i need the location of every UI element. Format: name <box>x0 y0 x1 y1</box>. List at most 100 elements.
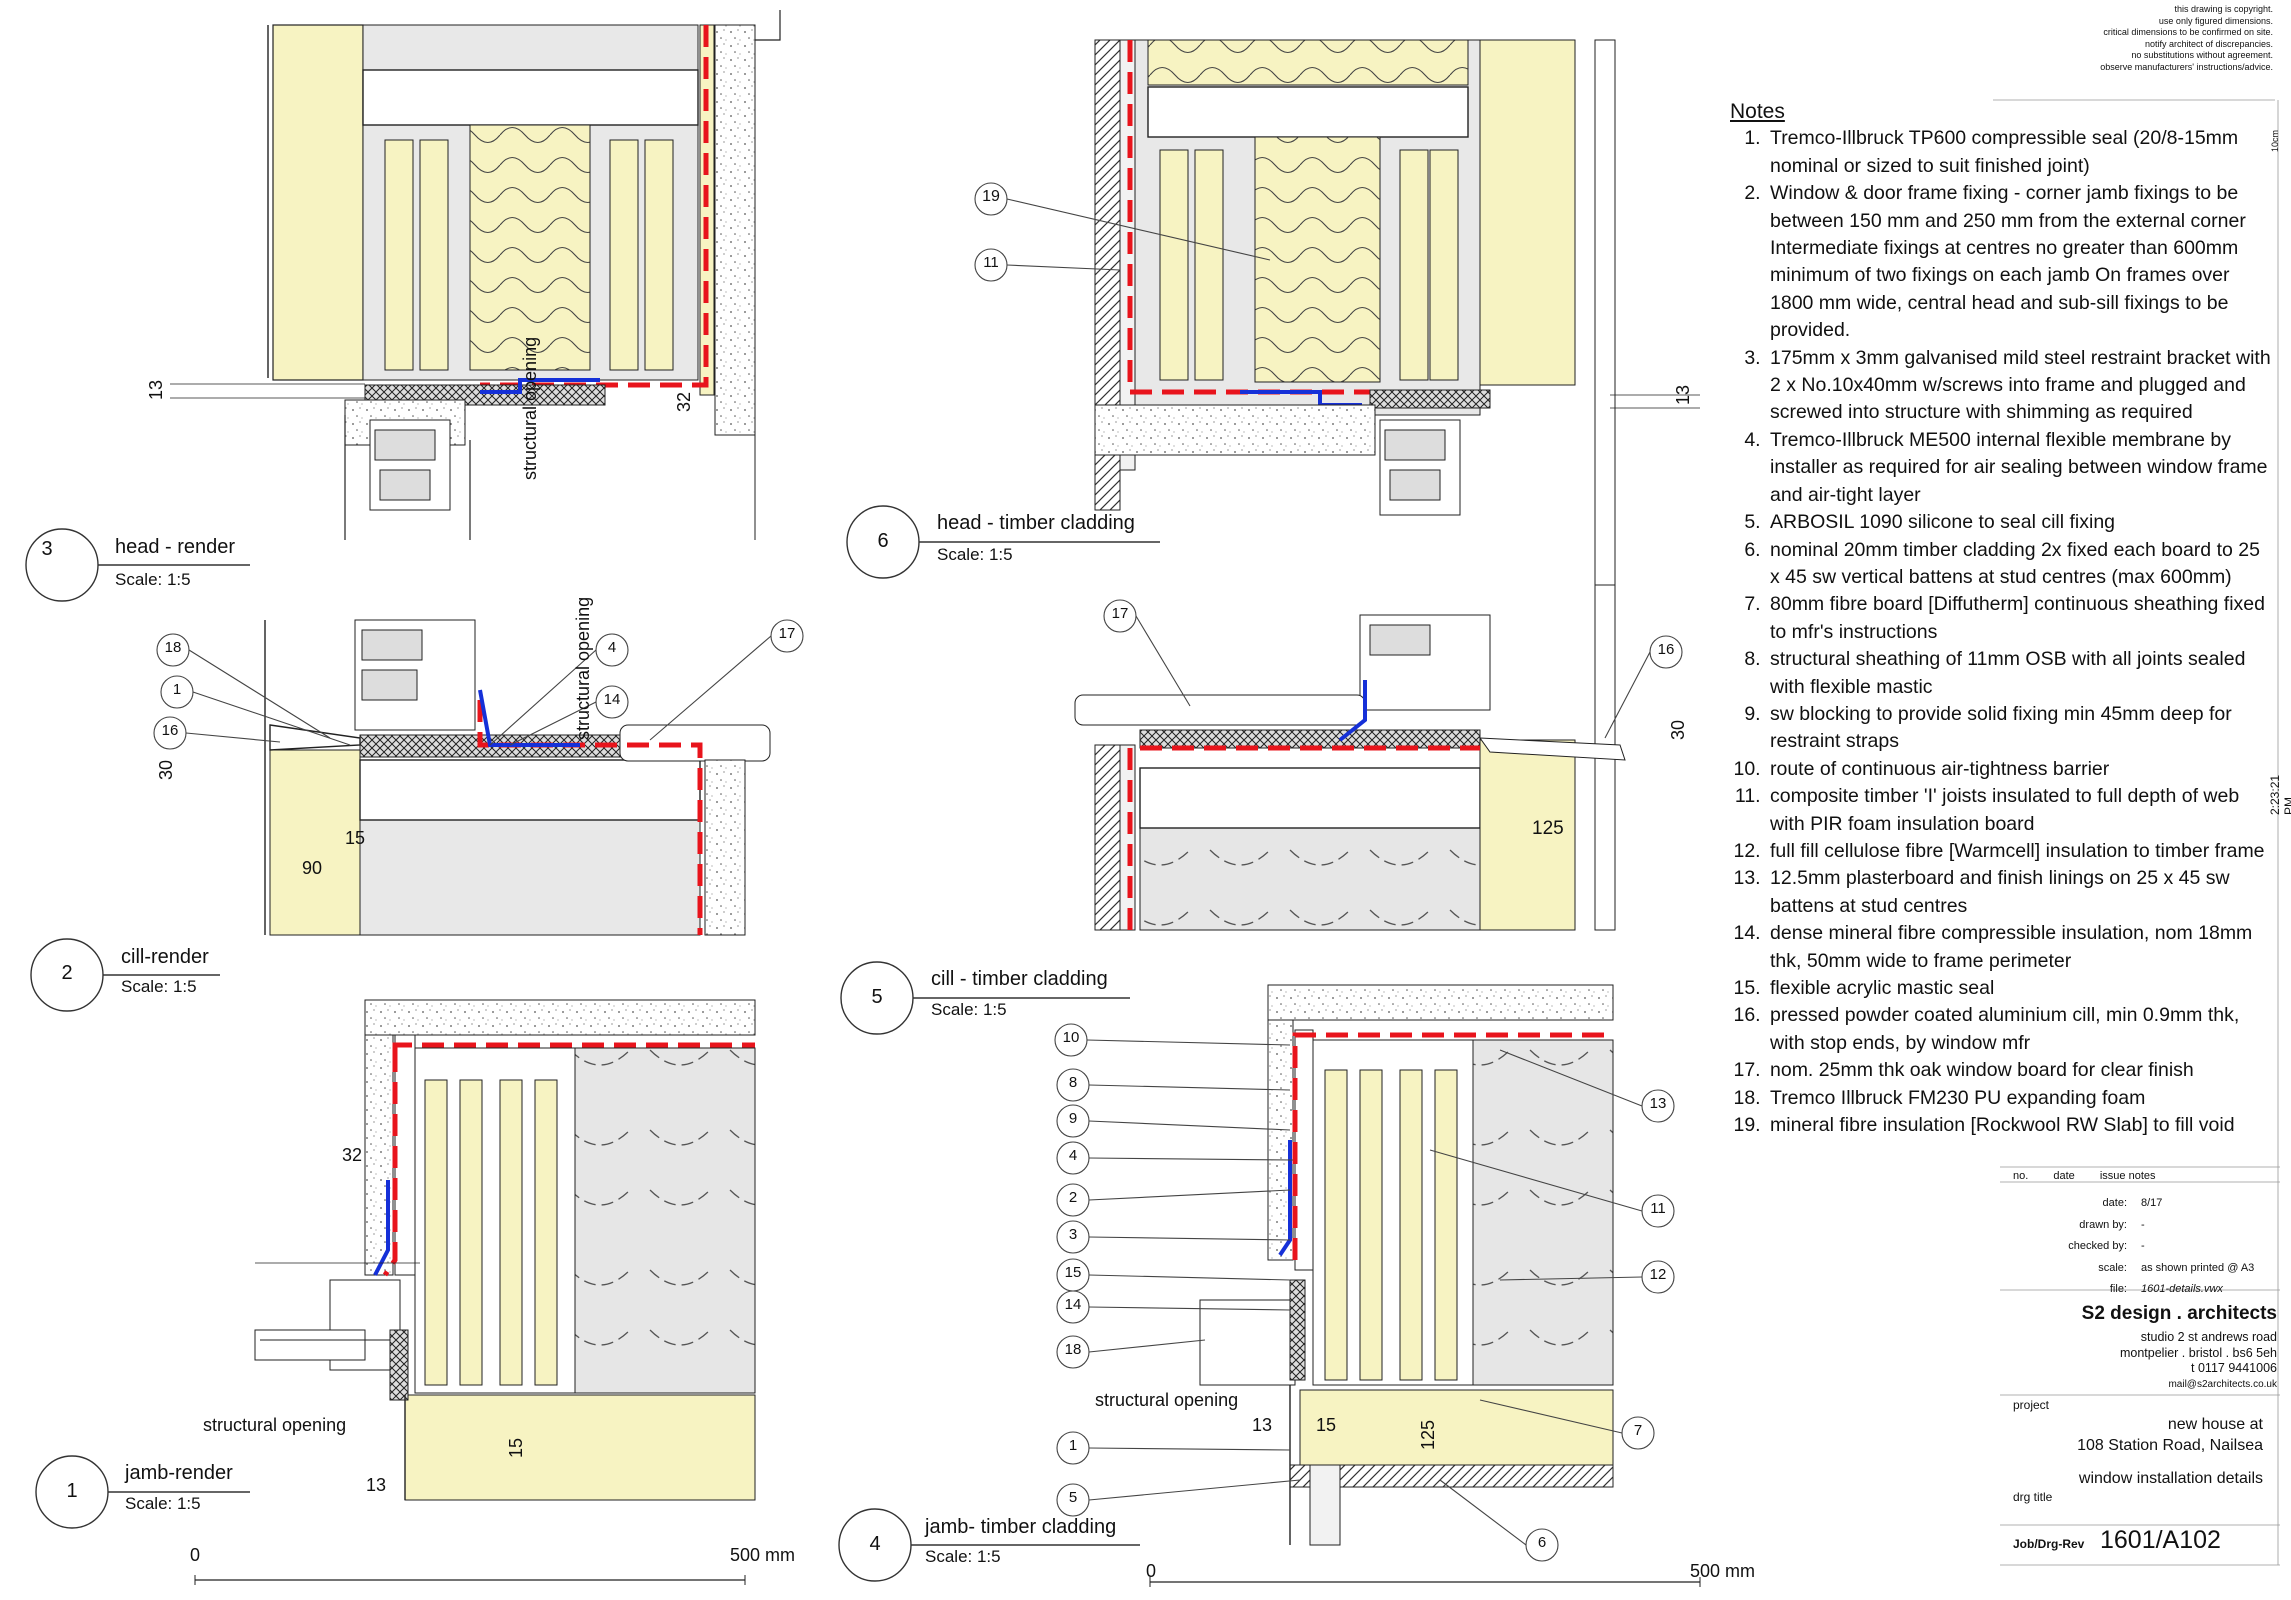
tb-row-value: - <box>2141 1218 2145 1231</box>
note-item: composite timber 'I' joists insulated to… <box>1766 783 2275 838</box>
copyright-line: notify architect of discrepancies. <box>2144 38 2273 49</box>
scale-bar-end: 500 mm <box>1690 1561 1756 1581</box>
detail-5-cill-timber <box>1074 584 1626 931</box>
tb-row-key: drawn by: <box>2079 1218 2127 1231</box>
dimension-text: 13 <box>1252 1415 1273 1435</box>
notes-heading: Notes <box>1730 100 1785 123</box>
callout-number: 16 <box>1657 641 1675 658</box>
callout-number: 3 <box>1068 1226 1078 1243</box>
detail-scale: Scale: 1:5 <box>125 1494 201 1513</box>
tb-row-key: scale: <box>2098 1261 2127 1274</box>
tb-row-value: 8/17 <box>2141 1197 2163 1209</box>
structural-opening-label: structural opening <box>573 596 593 740</box>
detail-title: cill - timber cladding <box>931 968 1108 990</box>
note-item: Tremco-Illbruck ME500 internal flexible … <box>1766 427 2275 509</box>
note-item: 12.5mm plasterboard and finish linings o… <box>1766 865 2275 920</box>
issue-header-no: no. <box>2013 1170 2029 1182</box>
job-label: Job/Drg-Rev <box>2013 1537 2085 1551</box>
callout-number: 4 <box>1068 1147 1078 1164</box>
callouts <box>153 182 1683 1562</box>
address-line: mail@s2architects.co.uk <box>2168 1378 2277 1390</box>
detail-number: 3 <box>41 538 53 560</box>
detail-6-head-timber <box>1094 39 1700 591</box>
tb-row-value: as shown printed @ A3 <box>2141 1261 2255 1274</box>
note-item: route of continuous air-tightness barrie… <box>1766 756 2275 783</box>
callout-number: 19 <box>982 188 1000 205</box>
detail-scale: Scale: 1:5 <box>937 545 1013 564</box>
dimension-text: 125 <box>1418 1419 1438 1450</box>
detail-scale: Scale: 1:5 <box>115 570 191 589</box>
dimension-text: 32 <box>342 1145 363 1165</box>
dimension-text: 30 <box>1668 719 1688 740</box>
note-item: 175mm x 3mm galvanised mild steel restra… <box>1766 345 2275 427</box>
scale-bar-right <box>1149 1577 1701 1587</box>
notes-panel: Notes Tremco-Illbruck TP600 compressible… <box>1730 98 2275 1139</box>
note-item: Tremco Illbruck FM230 PU expanding foam <box>1766 1085 2275 1112</box>
firm-address: studio 2 st andrews road montpelier . br… <box>2120 1330 2277 1392</box>
tb-row-scale: scale: as shown printed @ A3 <box>2055 1258 2280 1280</box>
note-item: structural sheathing of 11mm OSB with al… <box>1766 646 2275 701</box>
tb-row-checked: checked by:- <box>2055 1236 2280 1258</box>
detail-title: head - render <box>115 536 236 558</box>
tb-row-value: - <box>2141 1240 2145 1252</box>
detail-title: cill-render <box>121 946 209 968</box>
callout-number: 17 <box>778 625 796 642</box>
scale-bar-end: 500 mm <box>730 1545 796 1565</box>
callout-number: 11 <box>1650 1200 1666 1217</box>
scale-bar-left <box>194 1575 746 1585</box>
address-line: montpelier . bristol . bs6 5eh <box>2119 1345 2277 1360</box>
structural-opening-label: structural opening <box>1095 1390 1239 1410</box>
callout-number: 15 <box>1064 1264 1082 1281</box>
note-item: Window & door frame fixing - corner jamb… <box>1766 180 2275 344</box>
project-line: 108 Station Road, Nailsea <box>2077 1437 2263 1454</box>
copyright-line: this drawing is copyright. <box>2174 4 2273 14</box>
drg-title-label: drg title <box>2013 1490 2053 1504</box>
callout-number: 13 <box>1649 1095 1667 1112</box>
note-item: pressed powder coated aluminium cill, mi… <box>1766 1002 2275 1057</box>
note-item: mineral fibre insulation [Rockwool RW Sl… <box>1766 1112 2275 1139</box>
copyright-note: this drawing is copyright. use only figu… <box>2100 4 2273 73</box>
note-item: Tremco-Illbruck TP600 compressible seal … <box>1766 125 2275 180</box>
dimension-text: 15 <box>506 1437 526 1458</box>
detail-title: head - timber cladding <box>937 512 1135 534</box>
structural-opening-label: structural opening <box>520 336 540 480</box>
tb-row-key: date: <box>2102 1197 2127 1209</box>
callout-number: 5 <box>1068 1489 1078 1506</box>
project-line: new house at <box>2167 1416 2263 1433</box>
callout-number: 17 <box>1111 605 1129 622</box>
tb-row-drawn: drawn by: - <box>2055 1215 2280 1237</box>
structural-opening-label: structural opening <box>203 1415 347 1435</box>
dimension-text: 30 <box>156 759 176 780</box>
detail-number: 5 <box>871 986 883 1008</box>
callout-number: 14 <box>1064 1296 1082 1313</box>
issue-header: no. date issue notes <box>2013 1170 2273 1182</box>
address-line: t 0117 9441006 <box>2191 1361 2277 1375</box>
detail-scale: Scale: 1:5 <box>931 1000 1007 1019</box>
tb-row-key: file: <box>2109 1283 2127 1295</box>
callout-number: 11 <box>983 254 999 271</box>
title-block-rows: date: 8/17 drawn by: - checked by:- scale:… <box>2055 1193 2280 1301</box>
detail-4-jamb-timber <box>1199 984 1614 1546</box>
note-item: ARBOSIL 1090 silicone to seal cill fixin… <box>1766 509 2275 536</box>
callout-number: 18 <box>164 639 182 656</box>
callout-number: 18 <box>1064 1341 1082 1358</box>
title-block-frame <box>1993 99 2280 1566</box>
dimension-text: 125 <box>1532 818 1564 839</box>
copyright-line: use only figured dimensions. <box>2158 15 2273 26</box>
callout-number: 9 <box>1068 1110 1078 1127</box>
callout-number: 7 <box>1633 1422 1643 1439</box>
dimension-text: 15 <box>1316 1415 1337 1435</box>
job-number: 1601/A102 <box>2100 1526 2221 1554</box>
detail-3-head-render <box>170 10 781 540</box>
dimension-text: 13 <box>146 379 166 400</box>
detail-number: 1 <box>66 1480 78 1502</box>
project-name: new house at 108 Station Road, Nailsea <box>2077 1414 2263 1456</box>
callout-number: 2 <box>1068 1189 1078 1206</box>
callout-number: 14 <box>603 691 621 708</box>
note-item: 80mm fibre board [Diffutherm] continuous… <box>1766 591 2275 646</box>
note-item: nom. 25mm thk oak window board for clear… <box>1766 1057 2275 1084</box>
note-item: nominal 20mm timber cladding 2x fixed ea… <box>1766 537 2275 592</box>
issue-header-date: date <box>2053 1170 2075 1182</box>
note-item: full fill cellulose fibre [Warmcell] ins… <box>1766 838 2275 865</box>
